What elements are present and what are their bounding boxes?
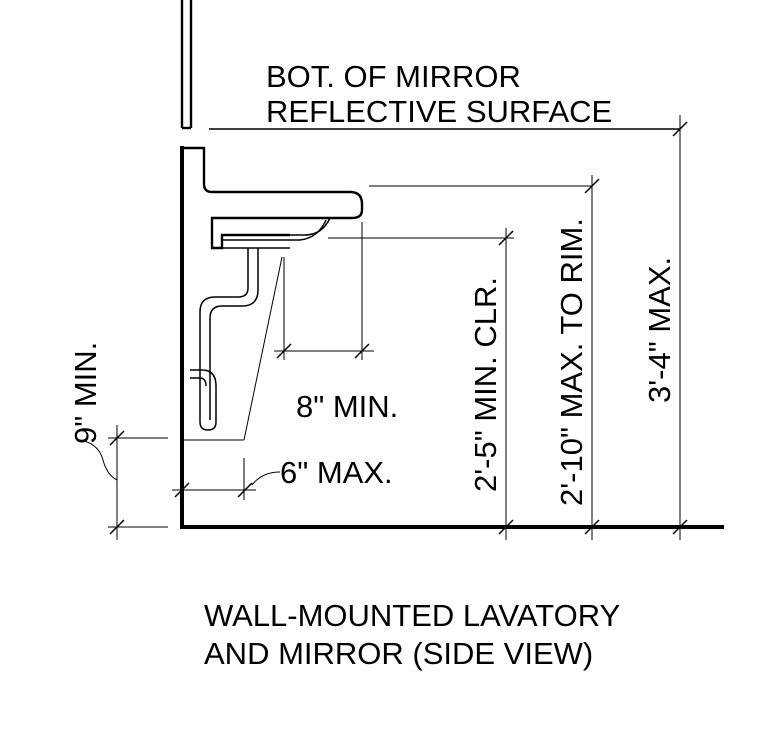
rim-height-tick-top	[584, 178, 600, 194]
toe-depth-dimension	[172, 458, 281, 500]
trap-inner	[209, 248, 259, 420]
caption-line2: AND MIRROR (SIDE VIEW)	[204, 636, 593, 671]
trap-return	[190, 377, 207, 387]
rim-height-tick-bottom	[584, 519, 600, 535]
caption-line1: WALL-MOUNTED LAVATORY	[204, 598, 620, 633]
toe-depth-leader	[251, 471, 281, 486]
knee-depth-tick-left	[276, 343, 292, 359]
basin-bowl-curve-inner	[299, 219, 327, 241]
mirror-label-line2: REFLECTIVE SURFACE	[266, 94, 612, 129]
toe-depth-label: 6" MAX.	[280, 455, 393, 490]
clearance-tick-bottom	[498, 519, 514, 535]
toe-depth-tick-right	[237, 482, 253, 498]
knee-depth-tick-right	[354, 343, 370, 359]
toe-height-leader	[77, 439, 118, 481]
toe-height-tick-bottom	[109, 519, 125, 535]
knee-profile-line	[243, 256, 283, 441]
rim-height-dimension	[584, 175, 600, 540]
clearance-tick-top	[498, 230, 514, 246]
mirror-label-line1: BOT. OF MIRROR	[266, 59, 521, 94]
wall-and-floor	[180, 0, 724, 529]
trap-outer	[190, 248, 249, 431]
knee-depth-label: 8" MIN.	[296, 389, 398, 424]
knee-depth-dimension	[274, 343, 374, 359]
clearance-label: 2'-5" MIN. CLR.	[468, 277, 503, 492]
drain-trap	[190, 248, 259, 431]
toe-height-tick-top	[109, 430, 125, 446]
basin-outline	[182, 146, 364, 250]
mirror-height-dimension	[672, 115, 688, 540]
basin-bowl-curve	[290, 217, 331, 236]
mirror-height-tick-top	[672, 121, 688, 137]
toe-height-dimension	[77, 425, 168, 540]
mirror-height-label: 3'-4" MAX.	[642, 257, 677, 403]
clearance-dimension	[328, 228, 514, 540]
mirror-height-tick-bottom	[672, 519, 688, 535]
toe-depth-tick-left	[174, 482, 190, 498]
knee-clearance-profile	[182, 222, 363, 441]
toe-height-label: 9" MIN.	[68, 342, 103, 444]
rim-height-label: 2'-10" MAX. TO RIM.	[554, 218, 589, 506]
lavatory-basin	[182, 146, 592, 250]
